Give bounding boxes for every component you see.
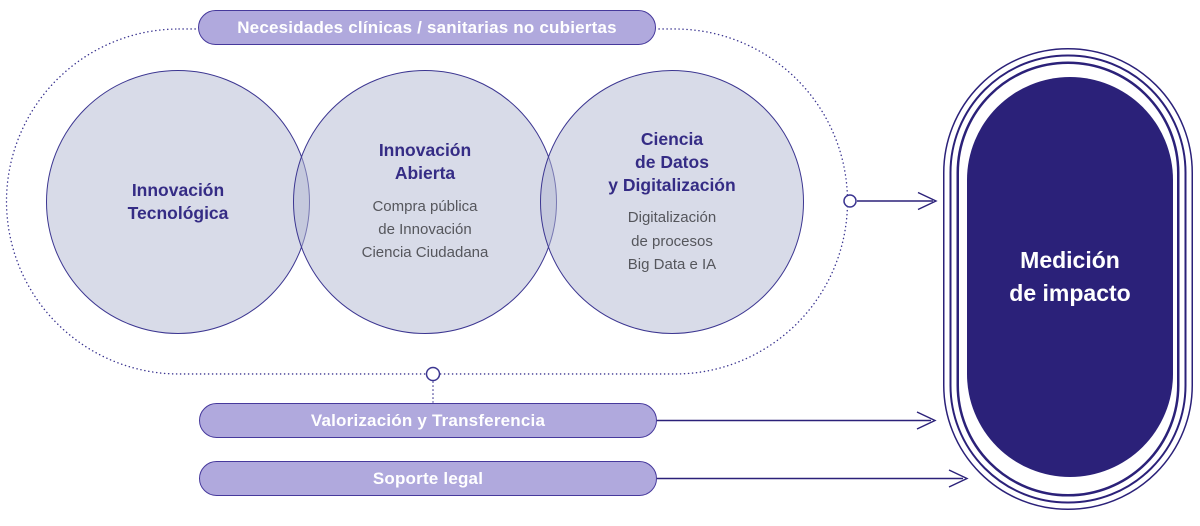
venn-circle-innovacion-tecnologica: Innovación Tecnológica bbox=[46, 70, 310, 334]
circle-title: Ciencia de Datos y Digitalización bbox=[608, 129, 736, 195]
capsule-body bbox=[967, 77, 1173, 477]
connector-node-bottom bbox=[425, 366, 441, 382]
capsule-ring-inner bbox=[956, 61, 1180, 497]
arrow-bottom-head bbox=[948, 469, 969, 488]
connector-node-right bbox=[843, 194, 857, 208]
capsule-medicion-impacto-label: Medición de impacto bbox=[1009, 246, 1131, 306]
arrow-mid-head bbox=[916, 411, 937, 430]
arrow-top-head bbox=[917, 191, 938, 211]
venn-circle-ciencia-datos: Ciencia de Datos y Digitalización Digita… bbox=[540, 70, 804, 334]
pill-necesidades-clinicas: Necesidades clínicas / sanitarias no cub… bbox=[198, 10, 656, 45]
circle-subtitle: Digitalización de procesos Big Data e IA bbox=[627, 209, 717, 273]
circle-title: Innovación Tecnológica bbox=[127, 180, 229, 223]
capsule-ring-outer bbox=[943, 48, 1193, 510]
pill-soporte-legal: Soporte legal bbox=[199, 461, 657, 496]
circle-title: Innovación Abierta bbox=[378, 140, 472, 184]
pill-valorizacion-transferencia: Valorización y Transferencia bbox=[199, 403, 657, 438]
circle-subtitle: Compra pública de Innovación Ciencia Ciu… bbox=[361, 197, 489, 262]
venn-circle-innovacion-abierta: Innovación Abierta Compra pública de Inn… bbox=[293, 70, 557, 334]
capsule-ring-middle bbox=[949, 54, 1187, 504]
